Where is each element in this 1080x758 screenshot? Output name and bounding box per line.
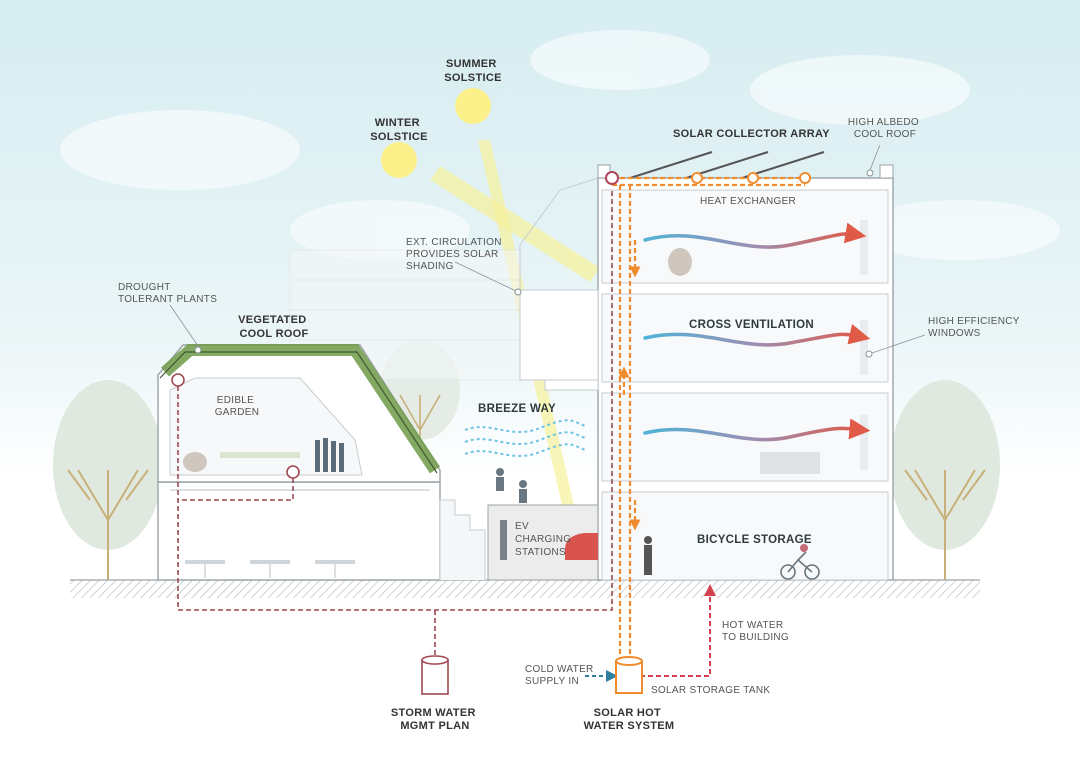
- tree-left: [53, 380, 163, 580]
- ev-car: [565, 533, 598, 560]
- solar-hot-water-system-label: SOLAR HOT WATER SYSTEM: [584, 707, 675, 732]
- edible-garden-label: EDIBLE GARDEN: [215, 395, 260, 418]
- solar-hot-water-pipes: [612, 176, 805, 660]
- hot-water-to-building-label: HOT WATER TO BUILDING: [722, 620, 789, 643]
- garden-planter: [220, 452, 300, 458]
- lounge-chair: [183, 452, 207, 472]
- courtyard-stair: [439, 499, 486, 580]
- cyclist-head: [800, 544, 808, 552]
- ev-charging-stations-label: EV CHARGING STATIONS: [515, 521, 574, 558]
- left-building: [157, 344, 441, 581]
- clouds: [60, 30, 1060, 260]
- ext-circulation: [519, 177, 599, 391]
- heat-exchanger-label: HEAT EXCHANGER: [700, 196, 796, 207]
- cyclist: [780, 551, 820, 580]
- breeze-way-people: [496, 468, 527, 503]
- garden-drain-node: [286, 465, 300, 479]
- ground-hatch: [70, 580, 980, 598]
- cross-ventilation-label: CROSS VENTILATION: [689, 319, 814, 331]
- high-efficiency-windows-label: HIGH EFFICIENCY WINDOWS: [928, 316, 1023, 339]
- heat-exchanger-node: [605, 171, 619, 185]
- solar-collector-nodes: [691, 172, 811, 184]
- bicycle-storage-label: BICYCLE STORAGE: [697, 534, 812, 546]
- right-building: [597, 164, 894, 581]
- leader-lines: [169, 144, 926, 358]
- people-group: [315, 438, 344, 472]
- storm-water-tank: [421, 655, 449, 695]
- drought-tolerant-plants-label: DROUGHT TOLERANT PLANTS: [118, 282, 217, 305]
- cold-water-supply-in-label: COLD WATER SUPPLY IN: [525, 664, 597, 687]
- ev-charger: [500, 520, 507, 560]
- tree-right: [890, 380, 1000, 580]
- storm-water-mgmt-plan-label: STORM WATER MGMT PLAN: [391, 707, 479, 732]
- breeze-way-airflow: [464, 419, 586, 457]
- chair-top-floor: [668, 248, 692, 276]
- winter-sun-icon: [381, 142, 417, 178]
- sofa: [760, 452, 820, 474]
- high-albedo-cool-roof-label: HIGH ALBEDO COOL ROOF: [848, 117, 922, 140]
- storm-water-pipe: [177, 190, 613, 655]
- hot-water-to-building-pipe: [640, 584, 716, 677]
- solar-storage-tank: [615, 656, 643, 694]
- air-flows: [643, 222, 871, 442]
- pedestrian-bike-storage: [644, 536, 652, 575]
- solar-storage-tank-label: SOLAR STORAGE TANK: [651, 685, 770, 696]
- roof-drain-node: [171, 373, 185, 387]
- summer-sun-icon: [455, 88, 491, 124]
- breeze-way-label: BREEZE WAY: [478, 403, 556, 415]
- solar-collector-array-label: SOLAR COLLECTOR ARRAY: [673, 128, 830, 140]
- winter-solstice-label: WINTER SOLSTICE: [370, 117, 427, 143]
- summer-solstice-label: SUMMER SOLSTICE: [444, 58, 501, 84]
- ext-circulation-label: EXT. CIRCULATION PROVIDES SOLAR SHADING: [406, 237, 505, 272]
- vegetated-cool-roof-label: VEGETATED COOL ROOF: [238, 314, 310, 340]
